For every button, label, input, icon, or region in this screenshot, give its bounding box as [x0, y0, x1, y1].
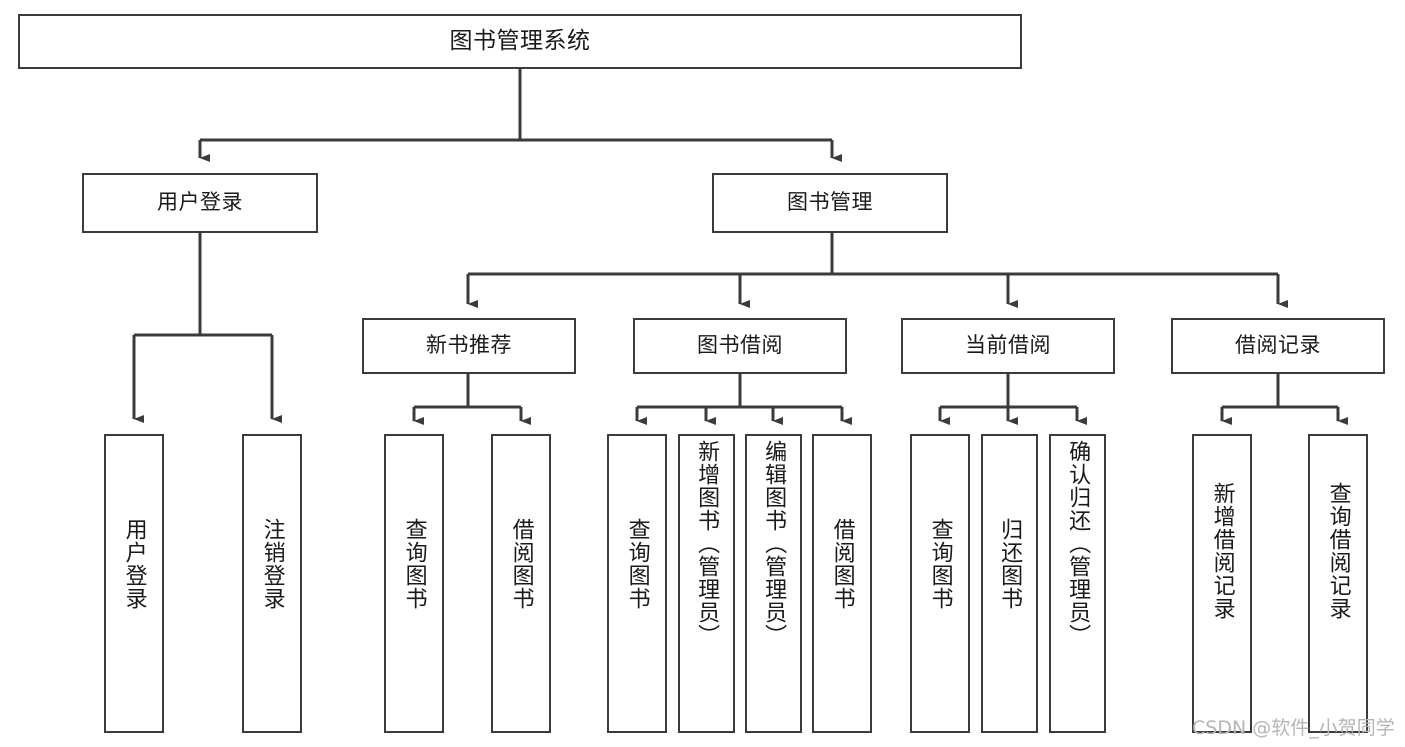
node-book-borrow[interactable]: 图书借阅: [633, 318, 847, 374]
node-label: 新增图书（管理员）: [694, 440, 720, 647]
node-leaf-user-login[interactable]: 用户登录: [104, 434, 164, 733]
node-label: 用户登录: [157, 190, 243, 215]
node-current-borrow[interactable]: 当前借阅: [901, 318, 1115, 374]
node-leaf-return-book[interactable]: 归还图书: [981, 434, 1038, 733]
node-label: 图书借阅: [697, 333, 783, 358]
node-new-book-recommend[interactable]: 新书推荐: [362, 318, 576, 374]
node-label: 查询借阅记录: [1325, 482, 1351, 620]
node-leaf-confirm-return[interactable]: 确认归还（管理员）: [1049, 434, 1106, 733]
node-root-book-management-system[interactable]: 图书管理系统: [18, 14, 1022, 69]
node-label: 查询图书: [624, 518, 650, 610]
node-leaf-add-book[interactable]: 新增图书（管理员）: [678, 434, 735, 733]
node-leaf-query-book-1[interactable]: 查询图书: [384, 434, 444, 733]
node-leaf-borrow-book-1[interactable]: 借阅图书: [491, 434, 551, 733]
node-leaf-query-book-2[interactable]: 查询图书: [607, 434, 667, 733]
node-label: 新书推荐: [426, 333, 512, 358]
node-leaf-logout[interactable]: 注销登录: [242, 434, 302, 733]
node-label: 图书管理: [787, 190, 873, 215]
node-leaf-query-record[interactable]: 查询借阅记录: [1308, 434, 1368, 733]
node-label: 当前借阅: [965, 333, 1051, 358]
node-label: 借阅图书: [829, 518, 855, 610]
node-label: 图书管理系统: [449, 28, 591, 55]
node-label: 确认归还（管理员）: [1065, 440, 1091, 647]
node-leaf-edit-book[interactable]: 编辑图书（管理员）: [745, 434, 802, 733]
node-label: 查询图书: [401, 518, 427, 610]
node-user-login[interactable]: 用户登录: [82, 173, 318, 233]
node-label: 注销登录: [259, 518, 285, 610]
node-leaf-borrow-book-2[interactable]: 借阅图书: [812, 434, 872, 733]
node-leaf-query-book-3[interactable]: 查询图书: [910, 434, 970, 733]
node-label: 归还图书: [997, 518, 1023, 610]
node-borrow-record[interactable]: 借阅记录: [1171, 318, 1385, 374]
node-label: 编辑图书（管理员）: [761, 440, 787, 647]
csdn-watermark: CSDN @软件_小贺同学: [1192, 717, 1395, 739]
node-label: 新增借阅记录: [1209, 482, 1235, 620]
node-label: 用户登录: [121, 518, 147, 610]
node-leaf-add-record[interactable]: 新增借阅记录: [1192, 434, 1252, 733]
node-label: 查询图书: [927, 518, 953, 610]
node-book-management[interactable]: 图书管理: [712, 173, 948, 233]
node-label: 借阅记录: [1235, 333, 1321, 358]
node-label: 借阅图书: [508, 518, 534, 610]
